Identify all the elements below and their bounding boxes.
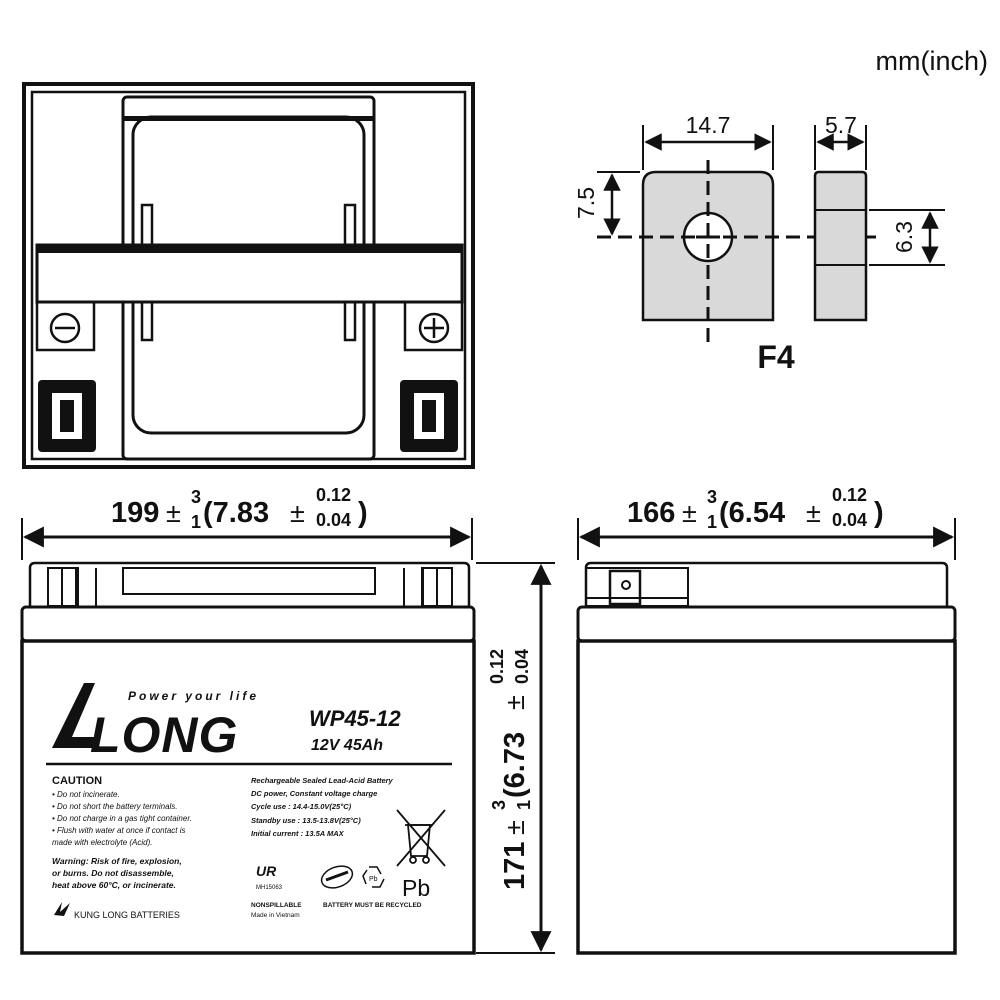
svg-text:Standby use : 13.5-13.8V(25°C): Standby use : 13.5-13.8V(25°C) <box>251 816 361 825</box>
svg-text:• Flush with water at once if: • Flush with water at once if contact is <box>52 826 186 835</box>
svg-text:3: 3 <box>191 487 201 507</box>
svg-text:±: ± <box>500 695 530 710</box>
svg-text:Initial current : 13.5A MAX: Initial current : 13.5A MAX <box>251 829 345 838</box>
side-view <box>576 518 957 955</box>
front-view <box>20 518 476 955</box>
height-dimension: 171 ± 3 1 (6.73 ± 0.12 0.04 <box>487 649 534 890</box>
caution-list: • Do not incinerate. • Do not short the … <box>52 790 192 847</box>
recycle-arrows-icon: Pb <box>362 866 385 888</box>
spec-list: Rechargeable Sealed Lead-Acid Battery DC… <box>251 776 394 838</box>
svg-text:(6.73: (6.73 <box>499 732 531 798</box>
terminal-type-label: F4 <box>757 339 795 375</box>
top-view <box>22 82 475 469</box>
svg-text:±: ± <box>806 498 821 528</box>
svg-text:1: 1 <box>707 512 717 532</box>
svg-text:0.12: 0.12 <box>316 485 351 505</box>
svg-text:±: ± <box>290 498 305 528</box>
ul-mark-icon: UR MH15063 <box>256 863 283 891</box>
svg-text:(6.54: (6.54 <box>719 497 785 529</box>
svg-text:0.04: 0.04 <box>316 510 351 530</box>
svg-text:• Do not charge in a gas tight: • Do not charge in a gas tight container… <box>52 814 192 823</box>
svg-text:UR: UR <box>256 863 277 879</box>
svg-text:0.12: 0.12 <box>487 649 507 684</box>
svg-text:±: ± <box>500 820 530 835</box>
crossed-bin-icon <box>396 809 446 867</box>
terminal-width-label: 14.7 <box>686 112 731 138</box>
length-dimension: 199 ± 3 1 (7.83 ± 0.12 0.04 ) <box>111 485 368 532</box>
svg-text:): ) <box>358 497 368 529</box>
recycle-notice: BATTERY MUST BE RECYCLED <box>323 902 422 909</box>
svg-text:Rechargeable Sealed Lead-Acid: Rechargeable Sealed Lead-Acid Battery <box>251 776 394 785</box>
svg-text:(7.83: (7.83 <box>203 497 269 529</box>
svg-text:made with electrolyte (Acid).: made with electrolyte (Acid). <box>52 838 152 847</box>
svg-text:MH15063: MH15063 <box>256 885 283 891</box>
warning-text: Warning: Risk of fire, explosion, or bur… <box>52 856 182 890</box>
svg-text:heat above 60°C, or incinerate: heat above 60°C, or incinerate. <box>52 880 176 890</box>
svg-text:1: 1 <box>191 512 201 532</box>
svg-text:DC power, Constant voltage cha: DC power, Constant voltage charge <box>251 789 377 798</box>
units-label: mm(inch) <box>876 46 989 76</box>
terminal-side-offset-label: 6.3 <box>891 221 917 253</box>
svg-text:• Do not incinerate.: • Do not incinerate. <box>52 790 120 799</box>
caution-title: CAUTION <box>52 775 102 787</box>
made-in-text: Made in Vietnam <box>251 912 300 919</box>
terminal-hole-offset-label: 7.5 <box>573 187 599 219</box>
svg-text:3: 3 <box>489 800 509 810</box>
svg-text:or burns. Do not disassemble,: or burns. Do not disassemble, <box>52 868 174 878</box>
svg-text:LONG: LONG <box>90 707 238 763</box>
nonspillable-text: NONSPILLABLE <box>251 902 302 909</box>
svg-text:±: ± <box>682 498 697 528</box>
maker-name: KUNG LONG BATTERIES <box>74 910 180 920</box>
brand-logo: LONG <box>52 683 238 763</box>
positive-terminal-icon <box>418 312 450 344</box>
svg-text:Pb: Pb <box>369 876 378 883</box>
negative-terminal-icon <box>49 312 81 344</box>
svg-text:0.12: 0.12 <box>832 485 867 505</box>
svg-text:3: 3 <box>707 487 717 507</box>
svg-text:166: 166 <box>627 497 675 529</box>
rating-label: 12V 45Ah <box>311 737 383 754</box>
svg-text:±: ± <box>166 498 181 528</box>
svg-text:171: 171 <box>499 842 531 890</box>
svg-text:1: 1 <box>514 800 534 810</box>
kung-long-logo-icon <box>54 902 70 916</box>
brand-tagline: Power your life <box>128 689 259 703</box>
svg-text:Warning: Risk of fire, explosi: Warning: Risk of fire, explosion, <box>52 856 182 866</box>
svg-text:• Do not short the battery ter: • Do not short the battery terminals. <box>52 802 178 811</box>
terminal-detail <box>597 125 945 345</box>
model-label: WP45-12 <box>309 706 401 731</box>
terminal-thickness-label: 5.7 <box>825 112 857 138</box>
svg-text:): ) <box>874 497 884 529</box>
svg-text:Cycle use : 14.4-15.0V(25°C): Cycle use : 14.4-15.0V(25°C) <box>251 802 352 811</box>
height-dimension-line <box>476 562 555 954</box>
svg-text:199: 199 <box>111 497 159 529</box>
width-dimension: 166 ± 3 1 (6.54 ± 0.12 0.04 ) <box>627 485 884 532</box>
recycle-badge-icon <box>320 865 354 889</box>
svg-text:0.04: 0.04 <box>512 649 532 684</box>
svg-text:0.04: 0.04 <box>832 510 867 530</box>
pb-symbol: Pb <box>402 875 430 901</box>
